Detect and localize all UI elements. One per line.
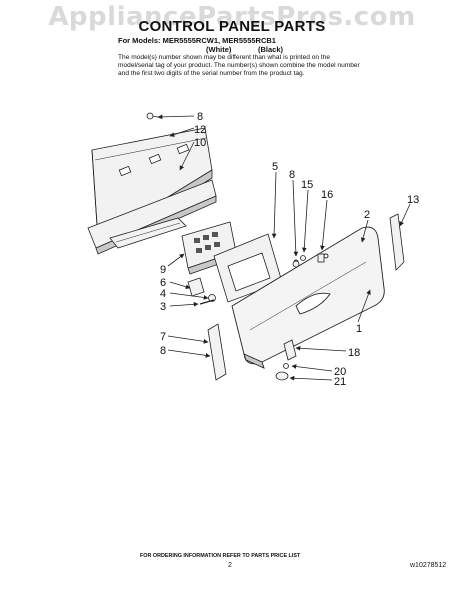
callout-8-bottom: 8 <box>160 345 166 357</box>
console-panel-part <box>231 226 385 369</box>
top-screw-part <box>146 112 163 120</box>
callout-15: 15 <box>301 179 313 191</box>
callout-20: 20 <box>334 366 346 378</box>
callout-5: 5 <box>272 161 278 173</box>
callouts: 8 12 10 5 8 15 16 2 13 9 6 4 3 1 7 8 18 … <box>160 111 419 388</box>
hardware-parts <box>187 277 216 305</box>
callout-12: 12 <box>194 124 206 136</box>
callout-7: 7 <box>160 331 166 343</box>
model-note: The model(s) number shown may be differe… <box>118 54 360 78</box>
clip-part <box>317 253 325 263</box>
leader-lines <box>157 114 411 381</box>
callout-1: 1 <box>356 323 362 335</box>
callout-10: 10 <box>194 137 206 149</box>
callout-6: 6 <box>160 277 166 289</box>
callout-8-mid: 8 <box>289 169 295 181</box>
callout-21: 21 <box>334 376 346 388</box>
display-trim-part <box>109 217 187 249</box>
callout-16: 16 <box>321 189 333 201</box>
variant-white: (White) <box>206 45 232 54</box>
callout-8-top: 8 <box>197 111 203 123</box>
right-end-cap-part <box>389 213 405 271</box>
variant-black: (Black) <box>258 45 284 54</box>
display-housing-part <box>213 233 283 303</box>
callout-2: 2 <box>364 209 370 221</box>
callout-9: 9 <box>160 264 166 276</box>
screw-parts <box>292 255 306 268</box>
callout-13: 13 <box>407 194 419 206</box>
page-number: 2 <box>228 562 232 569</box>
models-line: For Models: MER5555RCW1, MER5555RCB1 <box>118 36 276 45</box>
document-number: w10278512 <box>410 562 447 569</box>
left-end-cap-part <box>207 323 227 381</box>
callout-18: 18 <box>348 347 360 359</box>
knob-parts <box>275 339 297 381</box>
ordering-footer: FOR ORDERING INFORMATION REFER TO PARTS … <box>140 553 301 559</box>
watermark: AppliancePartsPros.com <box>48 2 416 32</box>
callout-4: 4 <box>160 288 166 300</box>
page-title: CONTROL PANEL PARTS <box>138 18 326 35</box>
callout-3: 3 <box>160 301 166 313</box>
